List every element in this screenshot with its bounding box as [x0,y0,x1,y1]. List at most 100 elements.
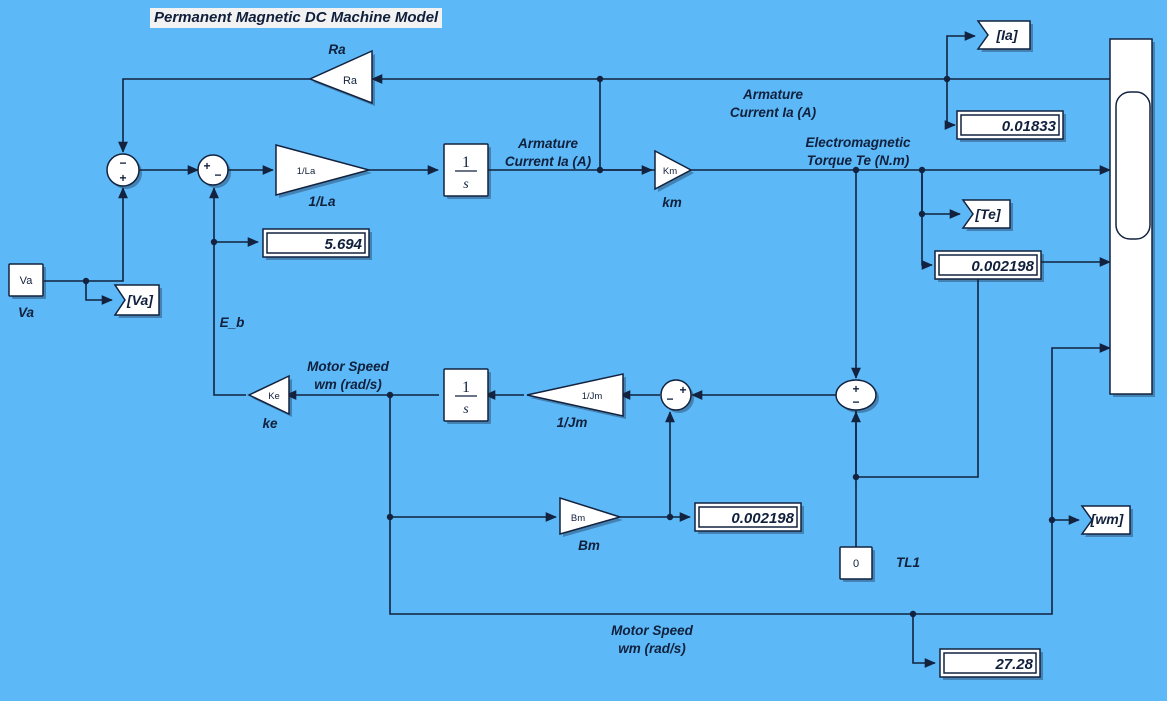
annot-armature-current-top-l2: Current Ia (A) [730,105,817,120]
annot-motor-speed-bottom-l2: wm (rad/s) [618,641,686,656]
junction-ia-goto [943,75,951,83]
annot-armature-current-mid-l1: Armature [517,136,579,151]
display-block-wm[interactable]: 27.28 [939,648,1043,680]
source-block-va[interactable]: Va Va [8,263,46,320]
goto-te-label: [Te] [974,206,1001,222]
sum2-sign-bottom: − [214,168,221,182]
gain-block-ra[interactable]: Ra Ra [308,42,375,106]
wire-va-to-sum1 [44,187,128,282]
sum3-sign-right: + [679,383,686,397]
integrator2-numerator: 1 [462,379,470,396]
gain-ke-label: ke [262,416,278,431]
wire-group [44,31,1111,668]
annot-motor-speed-mid-l1: Motor Speed [307,359,390,374]
junction-wm [386,391,394,399]
gain-block-bm[interactable]: Bm Bm [559,496,623,553]
junction-te-left [852,166,860,174]
page-title: Permanent Magnetic DC Machine Model [150,8,443,28]
gain-invjm-label: 1/Jm [557,415,588,430]
goto-block-te[interactable]: [Te] [961,199,1013,231]
integrator1-denominator: s [463,177,469,192]
gain-bm-label: Bm [578,538,600,553]
gain-ke-inner: Ke [268,391,280,402]
junction-bm-out [666,513,674,521]
goto-ia-label: [Ia] [996,27,1019,43]
junction-eb [210,238,218,246]
annotation-group: Armature Current Ia (A) Armature Current… [220,87,911,656]
gain-block-inv-jm[interactable]: 1/Jm 1/Jm [526,373,626,430]
annot-motor-speed-bottom-l1: Motor Speed [611,623,694,638]
sum3-sign-bottom: − [666,392,673,406]
wire-ia-to-display [944,79,956,130]
goto-block-ia[interactable]: [Ia] [976,20,1033,52]
display-block-eb[interactable]: 5.694 [262,228,372,260]
goto-block-va[interactable]: [Va] [113,284,162,318]
annot-electromagnetic-torque-l2: Torque Te (N.m) [807,153,910,168]
junction-va [82,277,90,285]
junction-ia-mid [596,166,604,174]
annot-electromagnetic-torque-l1: Electromagnetic [805,135,911,150]
source-tl1-inner: 0 [853,558,859,570]
display-wm-value: 27.28 [994,656,1033,673]
display-eb-value: 5.694 [324,236,362,253]
wire-wm-to-mux3 [1051,343,1111,520]
junction-sum4-down [852,473,860,481]
goto-va-label: [Va] [126,292,154,308]
junction-te-right [918,166,926,174]
wire-te-to-display [921,170,933,270]
wire-va-to-goto [85,281,113,305]
source-va-inner: Va [20,275,34,287]
sum-block-torque[interactable]: + − [835,379,879,413]
mux-block[interactable] [1109,38,1155,397]
integrator-block-speed[interactable]: 1 s [443,368,491,424]
wire-sum4-to-mux2 [855,257,1111,478]
wire-wm-to-display2 [912,614,936,668]
sum4-sign-bottom: − [852,395,859,409]
gain-invla-label: 1/La [308,194,336,209]
sum1-sign-bottom: + [119,171,126,185]
junction-wm-bottom [909,610,917,618]
gain-block-ke[interactable]: Ke ke [247,374,292,431]
source-va-label: Va [18,305,35,320]
sum-block-va-ra[interactable]: − + [106,153,142,189]
wire-ia-to-goto [946,31,976,79]
wire-ra-to-sum1 [118,78,310,153]
display-ia-value: 0.01833 [1002,118,1057,135]
gain-ra-label: Ra [328,42,346,57]
junction-te-goto [918,210,926,218]
junction-wm-right [1048,516,1056,524]
annot-armature-current-top-l1: Armature [742,87,804,102]
display-block-ia[interactable]: 0.01833 [956,110,1066,142]
junction-ia-top [596,75,604,83]
gain-ra-inner: Ra [343,75,358,87]
sum-block-emf[interactable]: + − [197,154,231,188]
annot-eb: E_b [220,315,245,330]
wire-ke-to-sum2 [209,187,246,396]
source-tl1-label: TL1 [896,555,920,570]
display-block-te[interactable]: 0.002198 [934,250,1044,282]
goto-block-wm[interactable]: [wm] [1080,505,1133,537]
sum2-sign-left: + [203,159,210,173]
wire-te-to-goto [921,170,961,219]
display-te-value: 0.002198 [971,258,1034,275]
integrator-block-current[interactable]: 1 s [443,143,491,199]
annot-motor-speed-mid-l2: wm (rad/s) [314,377,382,392]
wire-wm-bottom-feedback [389,517,1053,615]
gain-km-label: km [662,195,682,210]
gain-block-km[interactable]: Km km [654,149,694,210]
sum-block-friction[interactable]: + − [660,379,694,413]
source-block-tl1[interactable]: 0 TL1 [839,546,920,582]
gain-invjm-inner: 1/Jm [582,391,603,402]
gain-block-inv-la[interactable]: 1/La 1/La [275,144,372,209]
integrator1-numerator: 1 [462,154,470,171]
gain-invla-inner: 1/La [297,166,316,177]
display-bm-torque-value: 0.002198 [731,510,794,527]
goto-wm-label: [wm] [1090,511,1125,527]
display-block-bm-torque[interactable]: 0.002198 [694,502,804,534]
annot-armature-current-mid-l2: Current Ia (A) [505,154,592,169]
integrator2-denominator: s [463,402,469,417]
sum4-sign-top: + [852,382,859,396]
sum1-sign-top: − [119,156,126,170]
